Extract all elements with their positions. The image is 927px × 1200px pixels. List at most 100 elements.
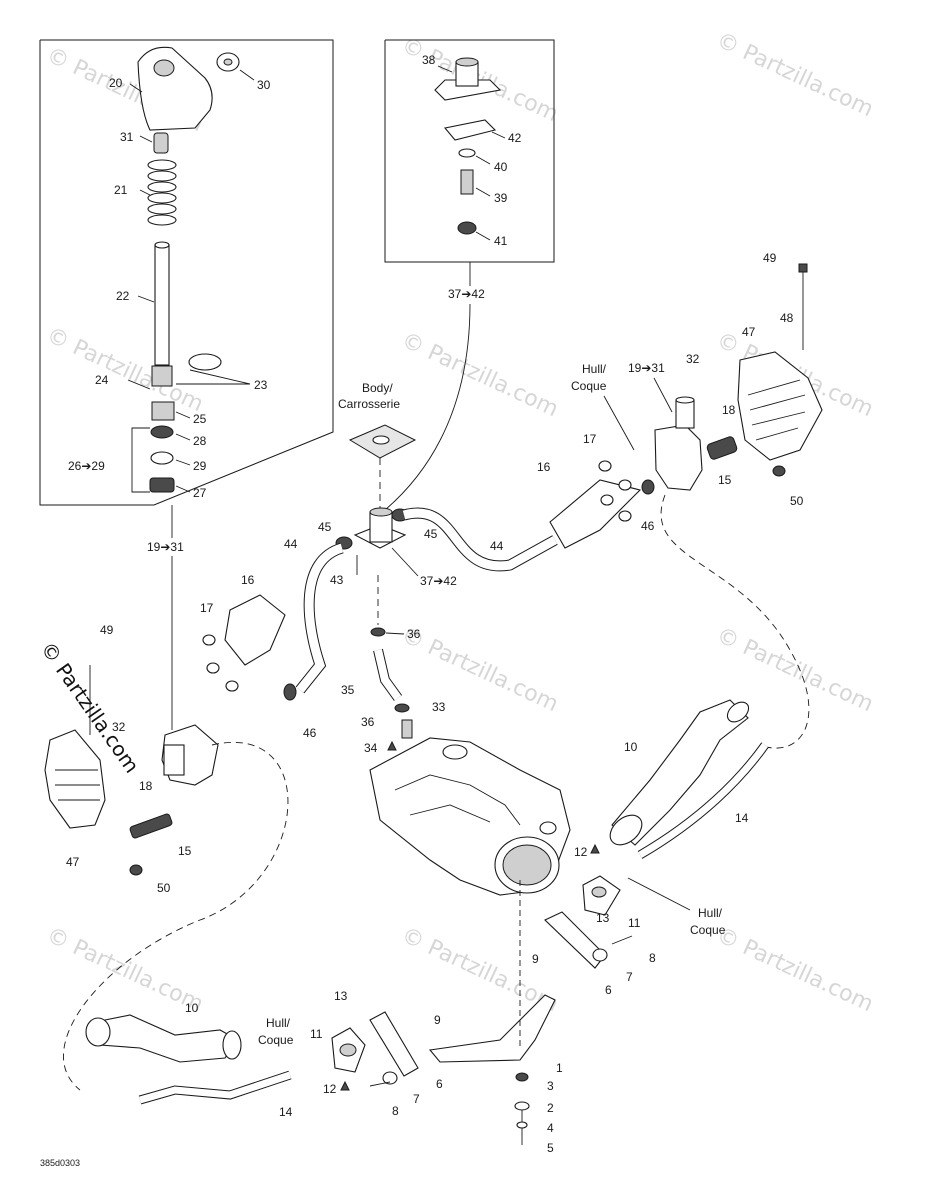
support-plate — [434, 79, 502, 101]
callout-17-right: 17 — [583, 432, 597, 446]
steering-column-inset-frame — [39, 39, 334, 506]
callout-43: 43 — [330, 573, 344, 587]
callout-13-right: 13 — [596, 911, 610, 925]
sealant-12-right-icon — [590, 843, 600, 854]
watermark: © Partzilla.com — [42, 923, 206, 1017]
watermark: © Partzilla.com — [397, 623, 561, 717]
range-19-31-left: 19➔31 — [147, 540, 184, 554]
left-arm-6 — [369, 1011, 419, 1087]
watermark: © Partzilla.com — [397, 328, 561, 422]
note-hull-mid-line2: Coque — [690, 923, 726, 937]
drawing-code: 385d0303 — [40, 1158, 80, 1168]
callout-11-left: 11 — [310, 1027, 323, 1041]
right-nozzle-47 — [737, 263, 823, 477]
sealant-34-icon — [387, 740, 397, 751]
nut-50-left — [129, 864, 143, 876]
callout-17-left: 17 — [200, 601, 214, 615]
fitting — [460, 169, 474, 195]
sleeve-15-right — [706, 436, 738, 460]
callout-10-right: 10 — [624, 740, 638, 754]
range-37-42-mid: 37➔42 — [420, 574, 457, 588]
callout-45-right: 45 — [424, 527, 438, 541]
cable-support-assembly — [434, 57, 502, 235]
bolt-8-left — [369, 1081, 391, 1087]
spring — [147, 159, 177, 226]
cable-44-left-inner — [296, 543, 344, 693]
jet-pump-housing — [369, 737, 571, 896]
callout-36-top: 36 — [407, 627, 421, 641]
small-o-ring — [458, 148, 476, 158]
body-plate-hole — [372, 435, 390, 445]
hose-35-inner — [374, 649, 402, 701]
right-tube-14-inner — [638, 742, 768, 859]
callout-50-right: 50 — [790, 494, 804, 508]
left-inset-labels: 20 30 31 21 22 24 23 25 28 29 27 26➔29 — [68, 76, 271, 500]
nut-50-right — [772, 465, 786, 477]
left-inset-leaders — [129, 69, 255, 493]
note-hull-mid-line1: Hull/ — [698, 906, 723, 920]
support-tube-top — [455, 57, 479, 67]
callout-9-left: 9 — [434, 1013, 441, 1027]
callout-4: 4 — [547, 1121, 554, 1135]
roll-pin — [127, 379, 151, 390]
callout-42: 42 — [508, 131, 522, 145]
cable-support-inset-frame — [384, 39, 555, 263]
callout-47-left: 47 — [66, 855, 80, 869]
washer-7-left — [382, 1071, 398, 1085]
nut — [150, 425, 174, 439]
callout-25: 25 — [193, 412, 207, 426]
sealant-12-left-icon — [340, 1080, 350, 1091]
nut-3 — [515, 1072, 529, 1082]
callout-1: 1 — [556, 1061, 563, 1075]
callout-34: 34 — [364, 741, 378, 755]
top-inset-leaders — [437, 65, 506, 241]
ring-46-right — [641, 479, 655, 495]
left-nozzle-47 — [44, 665, 106, 829]
left-link-16 — [202, 594, 286, 692]
callout-32-left: 32 — [112, 720, 126, 734]
callout-21: 21 — [114, 183, 128, 197]
cable-support-mounted — [335, 507, 409, 575]
washer-2 — [514, 1101, 530, 1111]
callout-48: 48 — [780, 311, 794, 325]
gasket — [443, 119, 497, 141]
right-arm-6 — [544, 911, 633, 969]
bolt-8-right — [611, 935, 633, 945]
callout-35: 35 — [341, 683, 355, 697]
note-body-line1: Body/ — [362, 381, 393, 395]
callout-7-right: 7 — [626, 970, 633, 984]
leader-19-31-right — [653, 377, 673, 413]
callout-40: 40 — [494, 160, 508, 174]
leader-hull-mid — [627, 877, 691, 911]
callout-5: 5 — [547, 1141, 554, 1155]
top-inset-labels: 38 42 40 39 41 — [422, 53, 522, 248]
clamp-36-bottom — [394, 703, 410, 713]
callout-23: 23 — [254, 378, 268, 392]
lock-nut — [457, 221, 477, 235]
callout-14-right: 14 — [735, 811, 749, 825]
callout-46-right: 46 — [641, 519, 655, 533]
callout-11-right: 11 — [628, 916, 641, 930]
ring — [150, 451, 174, 465]
right-pipe-10 — [609, 699, 750, 846]
callout-36-bottom: 36 — [361, 715, 375, 729]
pump-outlet-inner — [502, 844, 552, 886]
watermark: © Partzilla.com — [42, 323, 206, 417]
callout-22: 22 — [116, 289, 130, 303]
washer-hole — [223, 58, 233, 66]
callout-15-left: 15 — [178, 844, 192, 858]
callout-18-right: 18 — [722, 403, 736, 417]
range-19-31-right: 19➔31 — [628, 361, 665, 375]
steering-cover — [137, 46, 213, 131]
left-steering-support — [129, 683, 297, 876]
support-post-top — [675, 396, 695, 404]
range-37-42-top: 37➔42 — [448, 287, 485, 301]
watermark: © Partzilla.com — [712, 28, 876, 122]
watermark: © Partzilla.com — [712, 923, 876, 1017]
right-fitting-11 — [582, 875, 621, 916]
callout-49-left: 49 — [100, 623, 114, 637]
callout-44-right: 44 — [490, 539, 504, 553]
callout-14-left: 14 — [279, 1105, 293, 1119]
callout-9-right: 9 — [532, 952, 539, 966]
